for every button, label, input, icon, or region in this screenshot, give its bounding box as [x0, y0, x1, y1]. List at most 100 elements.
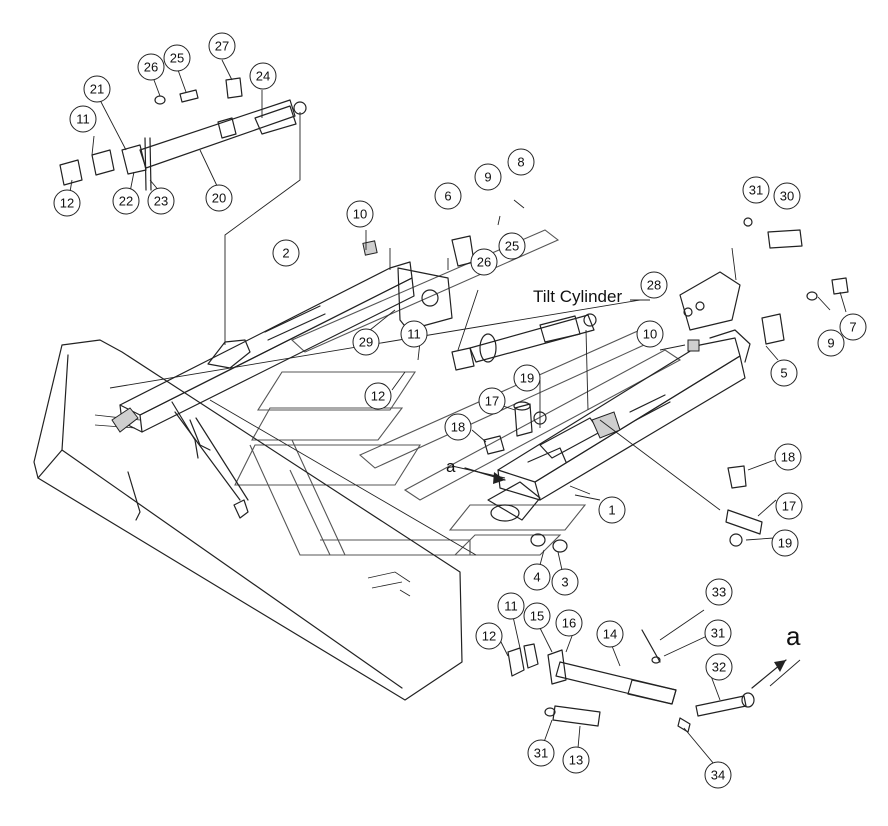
svg-text:25: 25 — [505, 239, 519, 254]
svg-text:23: 23 — [154, 194, 168, 209]
callout-17-left: 17 — [478, 387, 506, 415]
svg-text:21: 21 — [90, 82, 104, 97]
callout-3: 3 — [551, 568, 579, 596]
callout-26-mid: 26 — [470, 248, 498, 276]
callout-7: 7 — [839, 313, 867, 341]
view-a-marker: a — [446, 457, 456, 476]
callout-13: 13 — [562, 746, 590, 774]
callout-5: 5 — [770, 359, 798, 387]
callout-10-right: 10 — [636, 320, 664, 348]
callout-12-top: 12 — [53, 189, 81, 217]
svg-text:26: 26 — [477, 255, 491, 270]
svg-text:28: 28 — [647, 278, 661, 293]
callout-31-top: 31 — [742, 176, 770, 204]
callout-33: 33 — [705, 578, 733, 606]
view-a-arrows — [464, 467, 787, 689]
callout-22: 22 — [112, 187, 140, 215]
left-trunnion-bracket — [362, 235, 475, 331]
svg-text:12: 12 — [482, 629, 496, 644]
callout-4: 4 — [523, 563, 551, 591]
leader-lines — [69, 59, 847, 765]
callout-31-bottom: 31 — [527, 739, 555, 767]
svg-text:18: 18 — [451, 420, 465, 435]
callout-12-bottom: 12 — [475, 622, 503, 650]
svg-text:2: 2 — [282, 246, 289, 261]
callout-10-left: 10 — [346, 200, 374, 228]
svg-text:11: 11 — [504, 599, 518, 614]
svg-text:15: 15 — [530, 609, 544, 624]
svg-text:4: 4 — [533, 570, 540, 585]
callout-12-mid: 12 — [364, 382, 392, 410]
svg-text:12: 12 — [371, 389, 385, 404]
svg-text:16: 16 — [562, 616, 576, 631]
svg-text:3: 3 — [561, 575, 568, 590]
svg-text:34: 34 — [711, 768, 725, 783]
callout-17-right: 17 — [775, 492, 803, 520]
brace-detail-view-a — [507, 629, 755, 733]
svg-text:25: 25 — [170, 51, 184, 66]
callout-31-mid: 31 — [704, 619, 732, 647]
callout-8: 8 — [507, 148, 535, 176]
dozer-blade — [33, 339, 463, 701]
svg-text:17: 17 — [485, 394, 499, 409]
callout-1: 1 — [598, 496, 626, 524]
left-push-frame — [111, 261, 415, 519]
svg-text:13: 13 — [569, 753, 583, 768]
callout-30: 30 — [773, 182, 801, 210]
svg-text:1: 1 — [608, 503, 615, 518]
svg-text:19: 19 — [520, 371, 534, 386]
svg-text:31: 31 — [711, 626, 725, 641]
svg-text:10: 10 — [353, 207, 367, 222]
svg-text:17: 17 — [782, 499, 796, 514]
callout-23: 23 — [147, 187, 175, 215]
svg-text:10: 10 — [643, 327, 657, 342]
callout-18-left: 18 — [444, 413, 472, 441]
svg-text:29: 29 — [359, 335, 373, 350]
svg-text:26: 26 — [144, 60, 158, 75]
callout-2: 2 — [272, 239, 300, 267]
callout-26-top: 26 — [137, 53, 165, 81]
callout-11-top: 11 — [69, 105, 97, 133]
svg-text:31: 31 — [534, 746, 548, 761]
right-push-frame — [487, 329, 751, 522]
callout-15: 15 — [523, 602, 551, 630]
callout-20: 20 — [205, 184, 233, 212]
callout-16: 16 — [555, 609, 583, 637]
callout-18-right: 18 — [774, 443, 802, 471]
svg-text:6: 6 — [444, 189, 451, 204]
callout-29: 29 — [352, 328, 380, 356]
svg-text:19: 19 — [778, 536, 792, 551]
callout-32: 32 — [705, 653, 733, 681]
callout-6: 6 — [434, 182, 462, 210]
callout-9-right: 9 — [817, 329, 845, 357]
tilt-cylinder — [451, 313, 597, 371]
svg-text:7: 7 — [849, 320, 856, 335]
tilt-cylinder-label: Tilt Cylinder — [533, 287, 622, 306]
callout-25-top: 25 — [163, 44, 191, 72]
callout-11-bottom: 11 — [497, 592, 525, 620]
svg-text:27: 27 — [215, 39, 229, 54]
callout-9-left: 9 — [474, 163, 502, 191]
right-tilt-bracket — [679, 217, 849, 345]
svg-text:32: 32 — [712, 660, 726, 675]
svg-text:30: 30 — [780, 189, 794, 204]
callout-28: 28 — [640, 271, 668, 299]
svg-text:33: 33 — [712, 585, 726, 600]
svg-text:9: 9 — [827, 336, 834, 351]
svg-text:12: 12 — [60, 196, 74, 211]
callout-27: 27 — [208, 32, 236, 60]
svg-text:8: 8 — [517, 155, 524, 170]
callout-19-right: 19 — [771, 529, 799, 557]
svg-text:11: 11 — [407, 327, 421, 342]
svg-text:11: 11 — [76, 112, 90, 127]
callout-24: 24 — [249, 62, 277, 90]
loose-pins — [483, 401, 763, 553]
callout-14: 14 — [596, 620, 624, 648]
callout-25-mid: 25 — [498, 232, 526, 260]
callout-21: 21 — [83, 75, 111, 103]
callout-19-left: 19 — [513, 364, 541, 392]
svg-text:20: 20 — [212, 191, 226, 206]
view-a-detail-label: a — [786, 621, 801, 651]
callout-34: 34 — [704, 761, 732, 789]
